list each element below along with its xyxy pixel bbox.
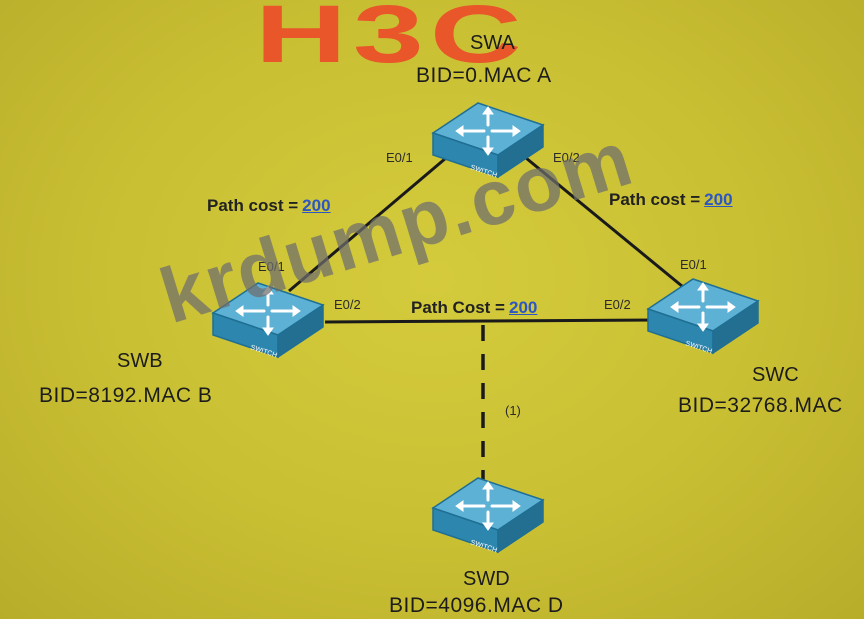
swa-name: SWA [470,32,515,54]
path-cost-bc-value: 200 [509,298,538,317]
swa-port-e02: E0/2 [553,150,580,165]
swd-bid: BID=4096.MAC D [389,594,564,617]
path-cost-ab-value: 200 [302,196,331,215]
swd-name: SWD [463,568,510,590]
link-swb-swc [324,318,661,324]
swa-port-e01: E0/1 [386,150,413,165]
path-cost-ab-label: Path cost = [207,196,299,215]
link-swa-swb [288,156,447,293]
path-cost-ac: Path cost =200 [609,190,733,210]
h3c-logo: H3C [255,0,528,80]
switch-swd-icon [431,476,545,556]
swc-name: SWC [752,364,799,386]
swc-port-e02: E0/2 [604,297,631,312]
swb-bid: BID=8192.MAC B [39,384,213,407]
switch-swc-icon [646,277,760,357]
swb-port-e01: E0/1 [258,259,285,274]
path-cost-ab: Path cost =200 [207,196,331,216]
path-cost-ac-label: Path cost = [609,190,701,209]
swc-bid: BID=32768.MAC [678,394,843,417]
path-cost-bc: Path Cost =200 [411,298,537,318]
link-marker-1: (1) [505,403,521,418]
swa-bid: BID=0.MAC A [416,64,552,87]
path-cost-ac-value: 200 [704,190,733,209]
path-cost-bc-label: Path Cost = [411,298,505,317]
link-swa-swc [525,156,689,293]
swc-port-e01: E0/1 [680,257,707,272]
swb-name: SWB [117,350,163,372]
swb-port-e02: E0/2 [334,297,361,312]
